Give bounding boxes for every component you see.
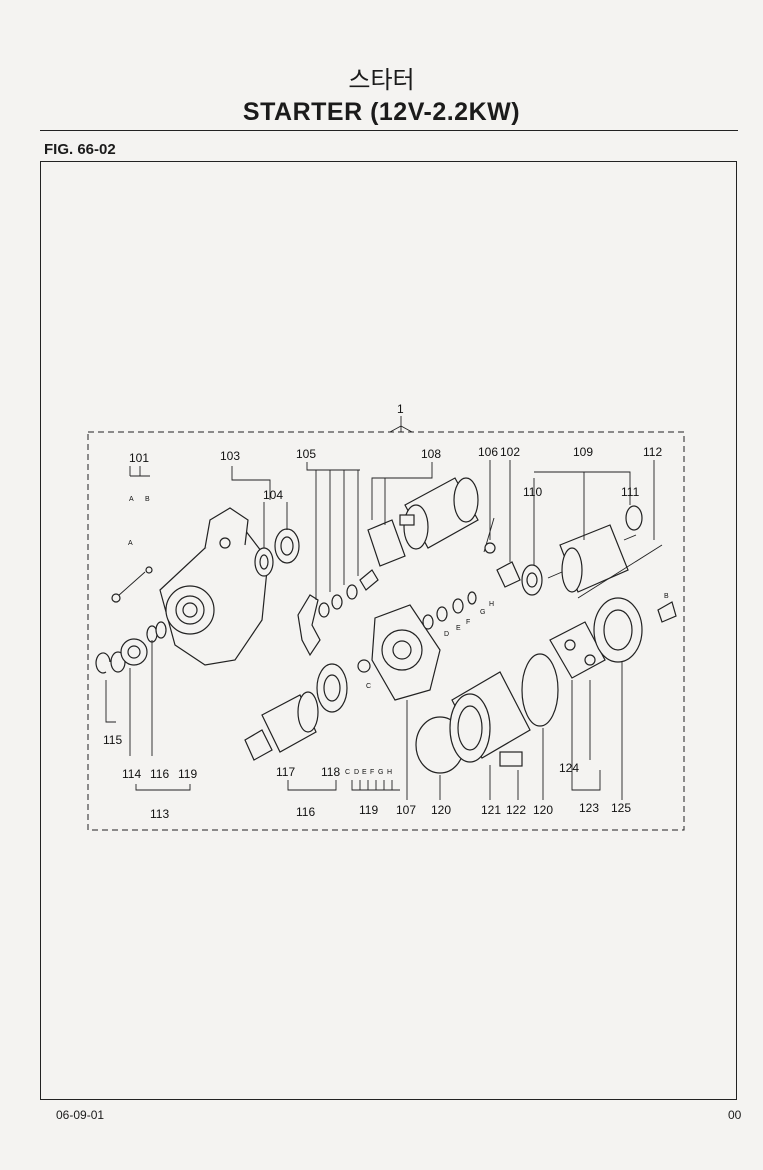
label-115: 115 (103, 733, 122, 747)
part-yoke (415, 653, 559, 774)
label-113: 113 (150, 807, 169, 821)
sublabel-g: G (378, 769, 383, 776)
sublabel-g-right: G (480, 609, 485, 616)
label-106: 106 (478, 445, 498, 459)
page-title: STARTER (12V-2.2KW) (242, 98, 521, 126)
title-rule (40, 130, 738, 131)
label-102: 102 (500, 445, 520, 459)
sublabel-e-right: E (456, 625, 461, 632)
label-108: 108 (421, 447, 441, 461)
sublabel-h-right: H (489, 601, 494, 608)
label-112: 112 (643, 445, 662, 459)
label-123: 123 (579, 801, 599, 815)
sublabel-b-right: B (664, 593, 669, 600)
sublabel-c: C (345, 769, 350, 776)
part-armature (521, 505, 663, 599)
leader-lines (105, 460, 655, 800)
label-103: 103 (220, 449, 240, 463)
label-110: 110 (523, 485, 542, 499)
label-116-a: 116 (150, 767, 169, 781)
figure-number: FIG. 66-02 (44, 141, 116, 158)
label-119-b: 119 (359, 803, 378, 817)
part-lever (297, 569, 379, 657)
label-105: 105 (296, 447, 316, 461)
sublabel-f-right: F (466, 619, 470, 626)
page-number: 00 (728, 1108, 742, 1122)
label-117: 117 (276, 765, 295, 779)
label-109: 109 (573, 445, 593, 459)
sublabel-d: D (354, 769, 359, 776)
label-124: 124 (559, 761, 579, 775)
part-bolt-and-plate (483, 517, 521, 588)
part-pinion-clip (95, 621, 167, 674)
label-114: 114 (122, 767, 141, 781)
label-119-a: 119 (178, 767, 197, 781)
label-122: 122 (506, 803, 526, 817)
sublabel-f: F (370, 769, 374, 776)
part-bushing (254, 528, 300, 577)
diagram-frame (40, 161, 737, 1100)
label-104: 104 (263, 488, 283, 502)
label-120-b: 120 (533, 803, 553, 817)
part-solenoid (367, 477, 479, 567)
label-assembly: 1 (397, 402, 404, 416)
label-101: 101 (129, 451, 149, 465)
sublabel-b: B (145, 496, 150, 503)
sublabel-a-bolt: A (128, 540, 133, 547)
footer-date: 06-09-01 (56, 1108, 105, 1122)
sublabel-h: H (387, 769, 392, 776)
label-116-b: 116 (296, 805, 315, 819)
part-housing-cover (371, 591, 477, 701)
sublabel-e: E (362, 769, 367, 776)
label-111: 111 (621, 485, 640, 499)
label-125: 125 (611, 801, 631, 815)
title-korean: 스타터 (348, 66, 415, 94)
part-drive-housing (159, 507, 269, 666)
label-118: 118 (321, 765, 340, 779)
part-brush-holder (549, 597, 677, 679)
sublabel-c-washer: C (366, 683, 371, 690)
label-121: 121 (481, 803, 501, 817)
part-bolt (111, 566, 153, 603)
part-clutch (244, 659, 371, 761)
label-107: 107 (396, 803, 416, 817)
sublabel-d-right: D (444, 631, 449, 638)
assembly-boundary (87, 431, 685, 831)
sublabel-a: A (129, 496, 134, 503)
label-120-a: 120 (431, 803, 451, 817)
